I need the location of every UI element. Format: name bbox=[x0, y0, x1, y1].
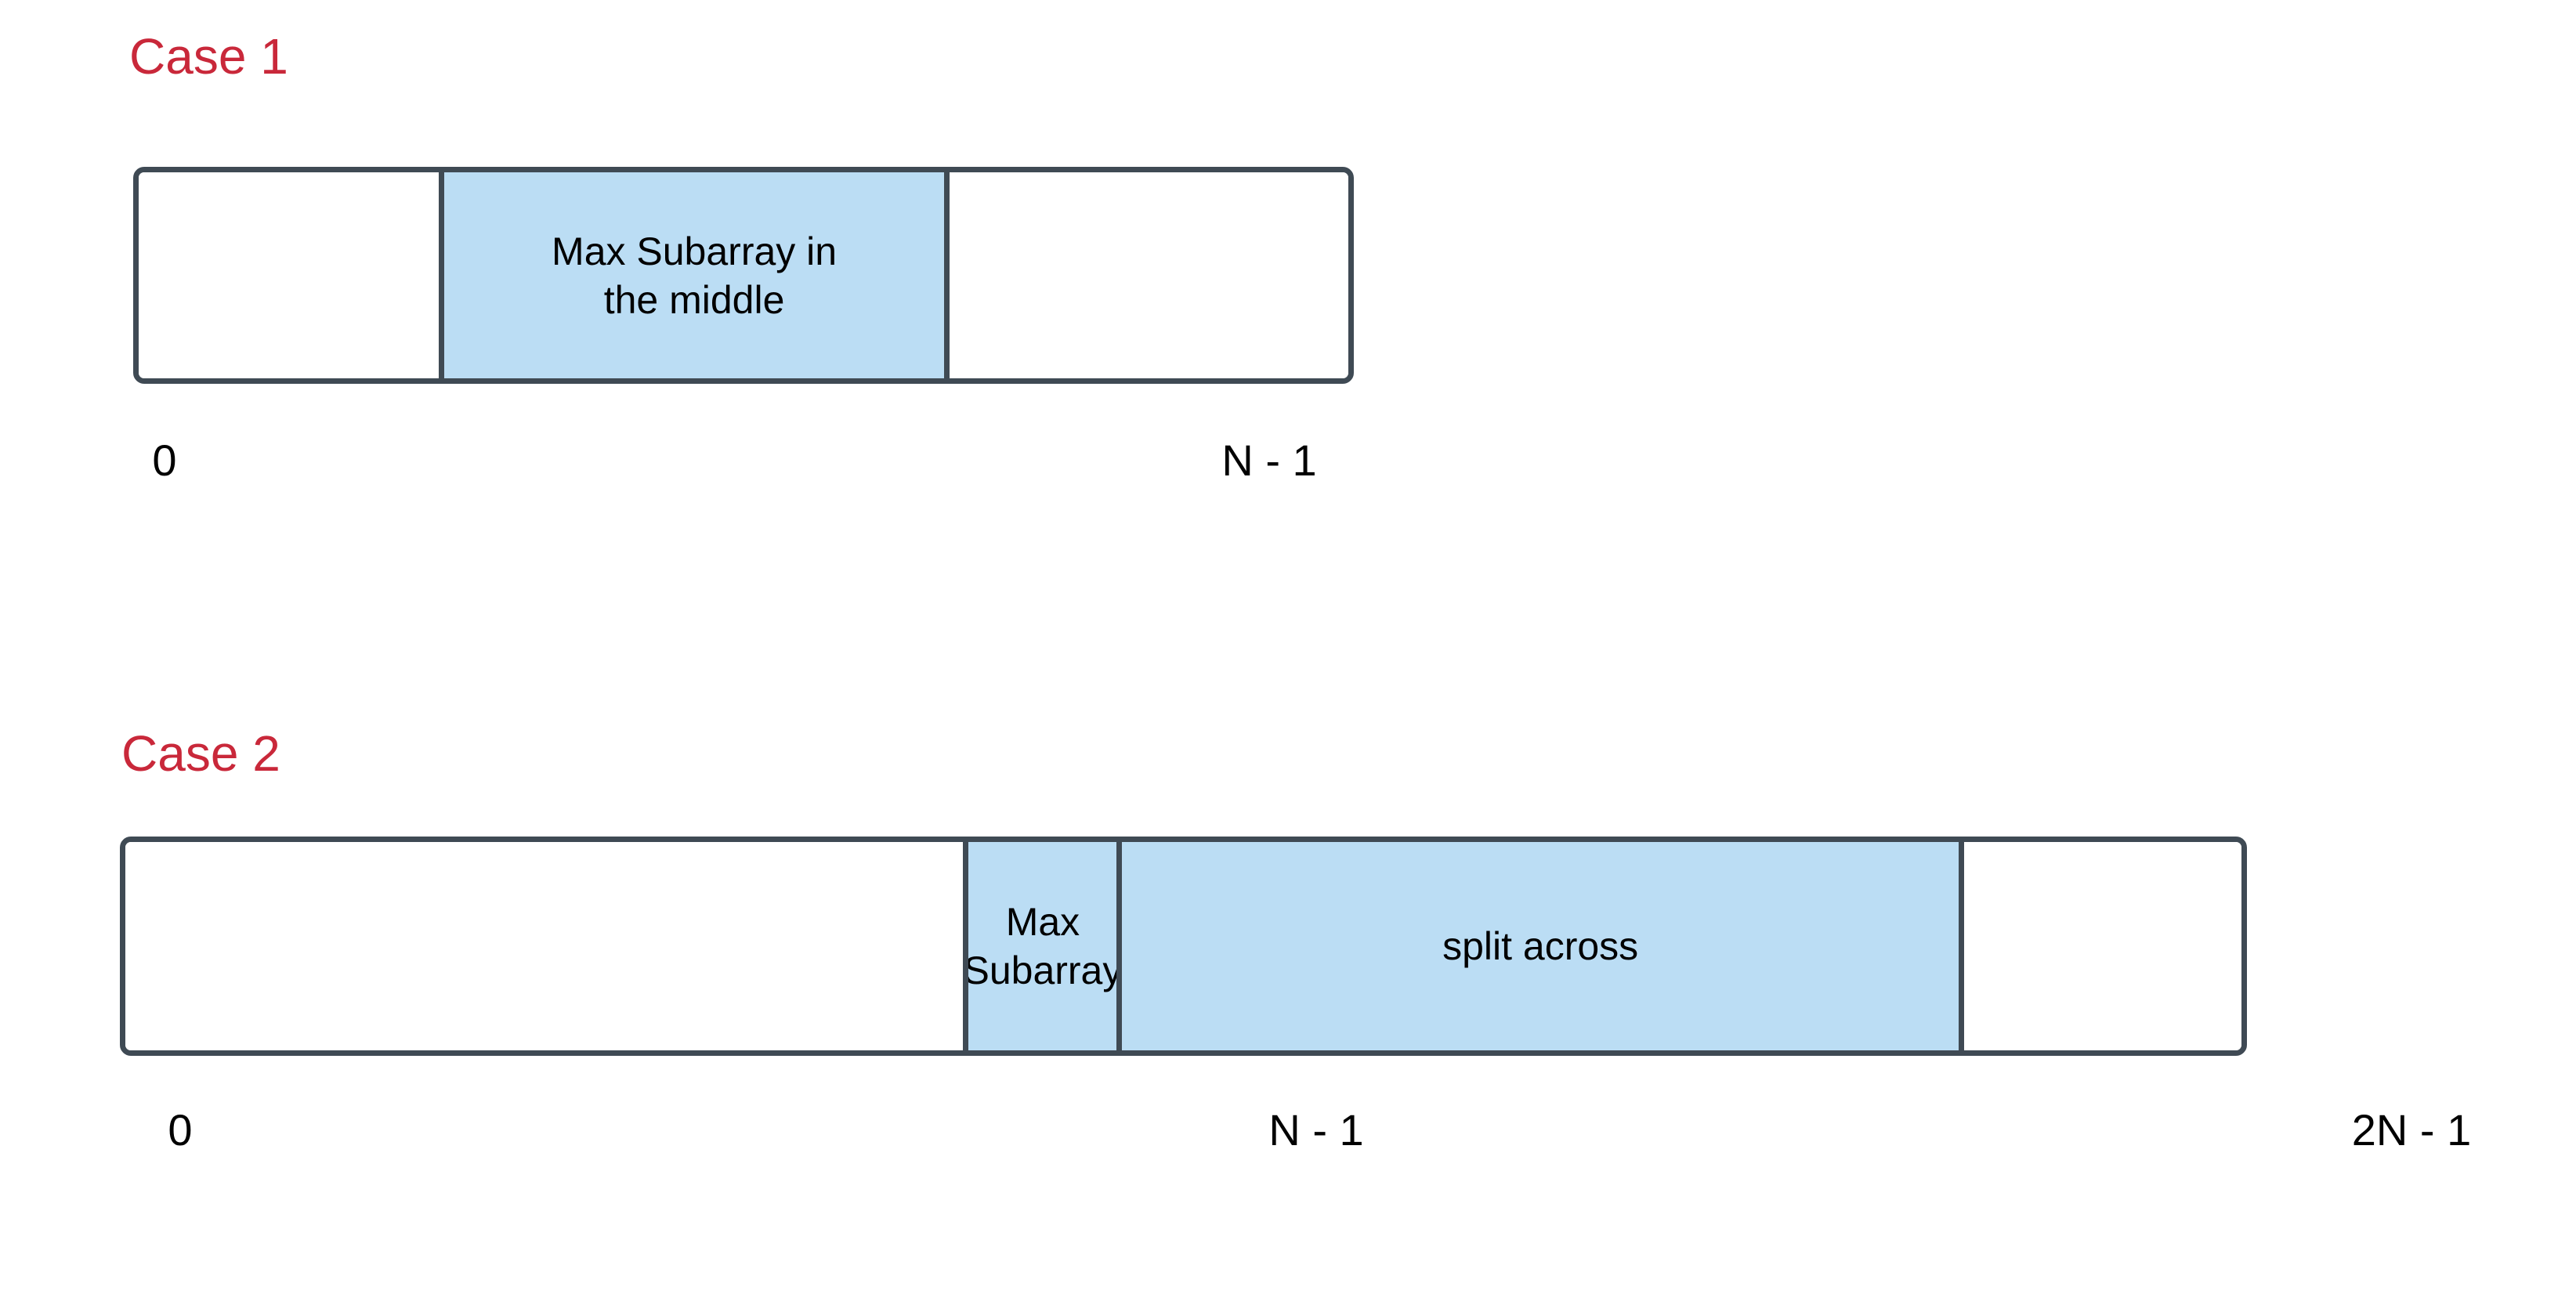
case-2-segment-right bbox=[1963, 842, 2241, 1050]
case-2-index-label-middle: N - 1 bbox=[1268, 1105, 1364, 1155]
case-2-segment-left bbox=[125, 842, 964, 1050]
case-1-index-label-end: N - 1 bbox=[1221, 435, 1317, 485]
case-1-segment-middle-highlight: Max Subarray in the middle bbox=[439, 172, 950, 378]
case-2-segment-split-across-highlight: split across bbox=[1122, 842, 1964, 1050]
case-1-segment-middle-label: Max Subarray in the middle bbox=[552, 229, 838, 322]
case-2-title: Case 2 bbox=[121, 725, 280, 782]
case-1-segment-left bbox=[139, 172, 440, 378]
case-1-segment-right bbox=[949, 172, 1348, 378]
case-2-array-bar: Max Subarray split across bbox=[120, 837, 2247, 1056]
case-2-index-label-end: 2N - 1 bbox=[2351, 1105, 2472, 1155]
case-2-index-label-start: 0 bbox=[168, 1105, 193, 1155]
case-2-segment-split-across-label: split across bbox=[1442, 924, 1639, 968]
case-1-array-bar: Max Subarray in the middle bbox=[133, 167, 1354, 384]
case-1-title: Case 1 bbox=[129, 28, 288, 85]
case-1-index-label-start: 0 bbox=[152, 435, 177, 485]
case-2-segment-max-subarray-label: Max Subarray bbox=[963, 900, 1123, 992]
case-2-segment-max-subarray-highlight: Max Subarray bbox=[963, 842, 1123, 1050]
